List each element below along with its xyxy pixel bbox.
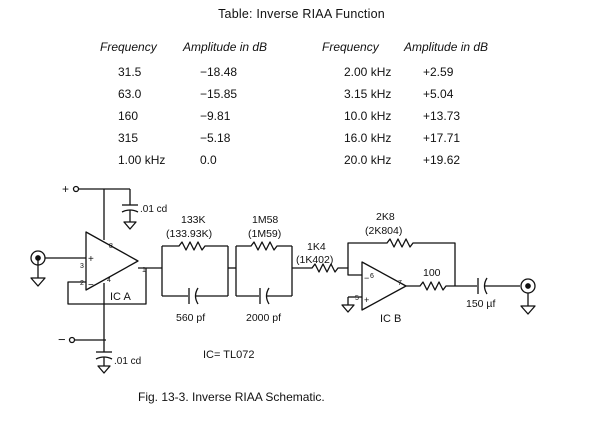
pin-6: 6: [370, 273, 374, 280]
table-cell-amp: −15.85: [200, 87, 238, 101]
op-amp-a: [85, 231, 139, 291]
ic-b-minus-input: −: [364, 273, 369, 283]
table-cell-amp: +5.04: [423, 87, 454, 101]
header-amplitude-right: Amplitude in dB: [404, 40, 489, 54]
input-jack: [30, 250, 46, 287]
table-cell-freq: 63.0: [118, 87, 142, 101]
pin-2: 2: [80, 280, 84, 287]
resistor-r3: [292, 263, 362, 276]
capacitor-output: [477, 277, 520, 295]
ic-b-label: IC B: [380, 313, 401, 325]
ground-ic-b: [341, 296, 362, 313]
table-cell-amp: −5.18: [200, 131, 231, 145]
c2-label: 2000 pf: [246, 312, 281, 324]
r1-exact-label: (133.93K): [166, 228, 212, 240]
r2-label: 1M58: [252, 214, 278, 226]
wire-follower-feedback: [67, 268, 147, 305]
rfb-exact-label: (2K804): [365, 225, 402, 237]
resistor-output: [406, 281, 477, 291]
rout-label: 100: [423, 267, 441, 279]
resistor-feedback: [347, 238, 456, 286]
cap-bottom-label: .01 cd: [114, 356, 141, 367]
header-amplitude-left: Amplitude in dB: [183, 40, 268, 54]
ic-a-plus-input: +: [88, 254, 94, 265]
table-cell-freq: 31.5: [118, 65, 142, 79]
table-cell-freq: 315: [118, 131, 139, 145]
rc-network-1: [161, 241, 229, 305]
figure-caption: Fig. 13-3. Inverse RIAA Schematic.: [138, 390, 325, 404]
table-cell-freq: 2.00 kHz: [344, 65, 392, 79]
ic-b-plus-input: +: [364, 295, 369, 305]
table-cell-amp: 0.0: [200, 153, 217, 167]
minus-supply-label: −: [58, 332, 66, 347]
ic-type-label: IC= TL072: [203, 349, 254, 361]
output-jack: [520, 278, 536, 315]
table-cell-freq: 1.00 kHz: [118, 153, 166, 167]
op-amp-b: [361, 261, 407, 311]
pin-5: 5: [355, 295, 359, 302]
c1-label: 560 pf: [176, 312, 205, 324]
table-cell-amp: +19.62: [423, 153, 461, 167]
r1-label: 133K: [181, 214, 206, 226]
pin-4: 4: [107, 277, 111, 284]
table-cell-freq: 3.15 kHz: [344, 87, 392, 101]
table-cell-amp: +17.71: [423, 131, 461, 145]
table-cell-amp: +13.73: [423, 109, 461, 123]
rc-network-2: [235, 241, 293, 305]
plus-supply-label: +: [62, 182, 69, 196]
table-title: Table: Inverse RIAA Function: [218, 7, 385, 21]
plus-supply: [72, 185, 139, 240]
pin-8: 8: [109, 243, 113, 250]
table-cell-freq: 10.0 kHz: [344, 109, 392, 123]
rfb-label: 2K8: [376, 211, 395, 223]
cap-top-label: .01 cd: [140, 204, 167, 215]
table-cell-amp: −18.48: [200, 65, 238, 79]
ic-a-label: IC A: [110, 291, 131, 303]
table-cell-amp: −9.81: [200, 109, 231, 123]
header-frequency-right: Frequency: [322, 40, 379, 54]
cout-label: 150 µf: [466, 298, 495, 310]
r3-exact-label: (1K402): [296, 254, 333, 266]
header-frequency-left: Frequency: [100, 40, 157, 54]
table-cell-freq: 160: [118, 109, 139, 123]
pin-3: 3: [80, 263, 84, 270]
table-cell-amp: +2.59: [423, 65, 454, 79]
pin-1: 1: [142, 267, 146, 274]
ic-a-minus-input: −: [88, 280, 94, 291]
r3-label: 1K4: [307, 241, 326, 253]
minus-supply: [68, 283, 113, 374]
r2-exact-label: (1M59): [248, 228, 281, 240]
table-cell-freq: 20.0 kHz: [344, 153, 392, 167]
table-cell-freq: 16.0 kHz: [344, 131, 392, 145]
pin-7: 7: [398, 280, 402, 287]
